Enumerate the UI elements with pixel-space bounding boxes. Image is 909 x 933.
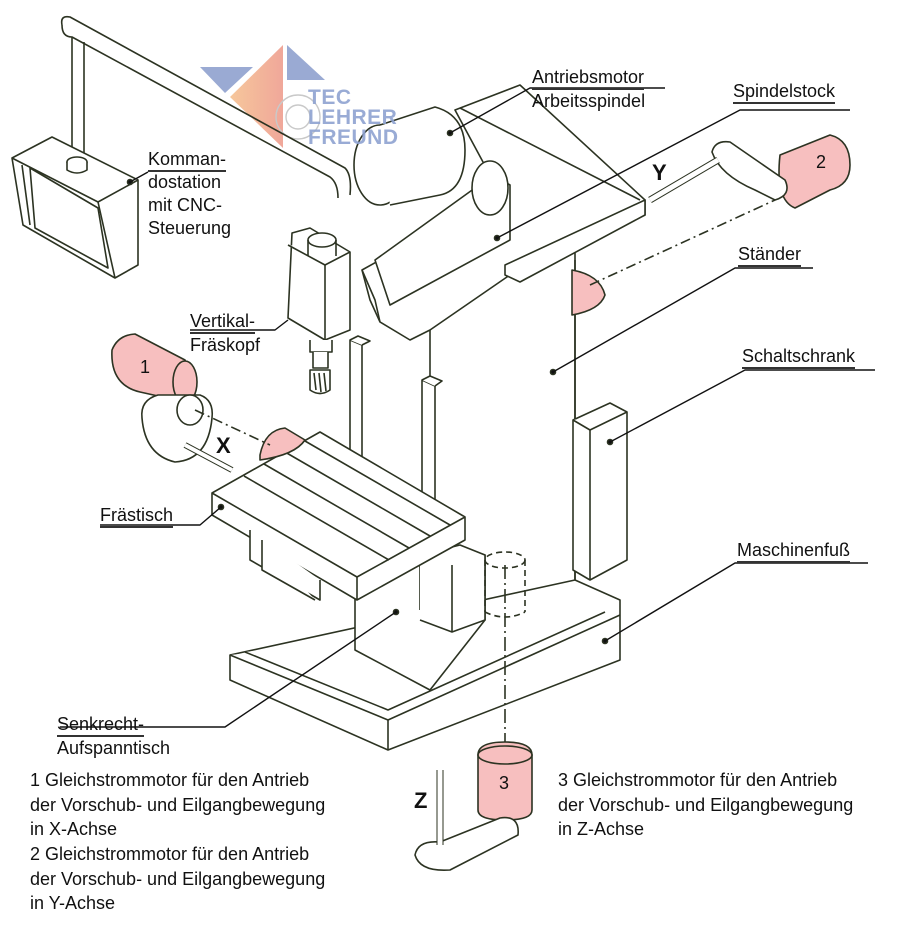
- label-staender: Ständer: [738, 243, 802, 267]
- label-vertikal: Vertikal-: [190, 310, 256, 334]
- watermark-logo: [200, 45, 325, 148]
- motor-number-1: 1: [140, 357, 151, 377]
- watermark-triangle-right: [287, 45, 325, 80]
- motor-number-2: 2: [816, 152, 827, 172]
- milling-table: [211, 431, 466, 601]
- label-kommandostation-1: Komman-: [148, 148, 227, 172]
- label-kommandostation-2: dostation: [148, 172, 222, 192]
- watermark-line-3: FREUND: [308, 126, 399, 149]
- label-spindelstock: Spindelstock: [733, 80, 836, 104]
- motor-1-x-axis: [111, 333, 306, 473]
- legend-item-2-line-3: in Y-Achse: [30, 893, 116, 913]
- legend-item-3-line-2: der Vorschub- und Eilgangbewegung: [558, 794, 854, 815]
- label-schaltschrank: Schaltschrank: [742, 345, 856, 369]
- spindle-drive-motor: [353, 106, 641, 216]
- label-fraeskopf: Fräskopf: [190, 335, 261, 355]
- vertical-milling-head: [287, 227, 351, 395]
- axis-label-x: X: [216, 433, 231, 458]
- watermark-gear-icon: [275, 94, 321, 140]
- legend-item-3-line-3: in Z-Achse: [558, 819, 645, 839]
- label-kommandostation-3: mit CNC-: [148, 195, 222, 215]
- watermark-line-2: LEHRER: [308, 106, 398, 129]
- watermark-diamond: [230, 45, 283, 148]
- legend-item-3: 3 Gleichstrommotor für den Antrieb der V…: [558, 768, 853, 842]
- legend-item-3-line-1: 3 Gleichstrommotor für den Antrieb: [558, 770, 838, 790]
- legend-item-2: 2 Gleichstrommotor für den Antrieb der V…: [30, 842, 325, 916]
- label-antriebsmotor: Antriebsmotor: [532, 66, 645, 90]
- watermark-line-1: TEC: [308, 86, 352, 109]
- label-kommandostation-4: Steuerung: [148, 218, 232, 238]
- label-aufspanntisch: Aufspanntisch: [57, 738, 171, 758]
- legend-item-1-line-2: der Vorschub- und Eilgangbewegung: [30, 794, 326, 815]
- command-station-boom: [60, 15, 352, 199]
- control-cabinet: [572, 402, 628, 581]
- command-station: [11, 136, 139, 279]
- legend-item-2-line-2: der Vorschub- und Eilgangbewegung: [30, 868, 326, 889]
- motor-3-z-axis: [414, 741, 533, 872]
- motor-number-3: 3: [499, 773, 510, 793]
- label-senkrecht: Senkrecht-: [57, 713, 145, 737]
- guide-rails: [349, 335, 443, 501]
- motor-2-y-axis: [571, 134, 851, 316]
- label-maschinenfuss: Maschinenfuß: [737, 539, 851, 563]
- legend-item-2-line-1: 2 Gleichstrommotor für den Antrieb: [30, 844, 310, 864]
- label-arbeitsspindel: Arbeitsspindel: [532, 91, 646, 111]
- axis-label-z: Z: [414, 788, 428, 813]
- legend-item-1-line-3: in X-Achse: [30, 819, 118, 839]
- axis-label-y: Y: [652, 160, 667, 185]
- leader-lines: [60, 87, 875, 728]
- legend-item-1: 1 Gleichstrommotor für den Antrieb der V…: [30, 768, 325, 842]
- watermark-triangle-left: [200, 67, 253, 93]
- legend-item-1-line-1: 1 Gleichstrommotor für den Antrieb: [30, 770, 310, 790]
- label-fraestisch: Frästisch: [100, 504, 174, 528]
